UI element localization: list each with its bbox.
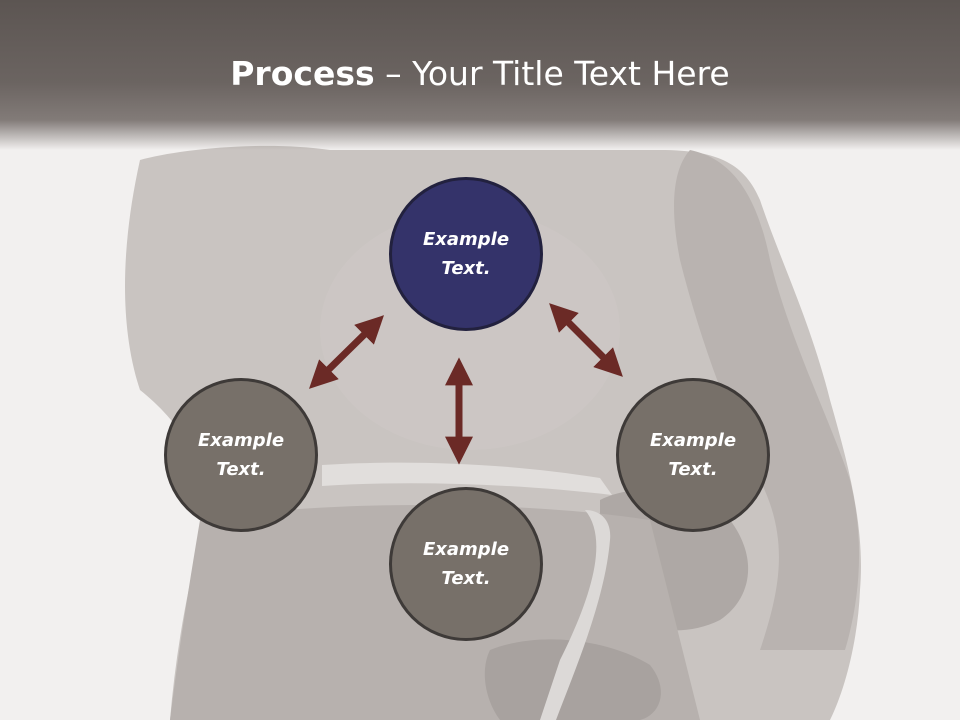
- title-rest: – Your Title Text Here: [374, 54, 730, 93]
- double-arrow-icon: [549, 303, 623, 377]
- title-bar: [0, 0, 960, 150]
- node-bottom-text: Example Text.: [422, 539, 510, 589]
- process-node-right[interactable]: Example Text.: [616, 378, 770, 532]
- node-right-text: Example Text.: [649, 430, 737, 480]
- double-arrow-icon: [309, 315, 384, 389]
- node-left-text: Example Text.: [197, 430, 285, 480]
- slide-title: Process – Your Title Text Here: [0, 52, 960, 96]
- process-node-top[interactable]: Example Text.: [389, 177, 543, 331]
- title-bold: Process: [230, 54, 375, 93]
- process-node-left[interactable]: Example Text.: [164, 378, 318, 532]
- process-node-bottom[interactable]: Example Text.: [389, 487, 543, 641]
- node-top-text: Example Text.: [422, 229, 510, 279]
